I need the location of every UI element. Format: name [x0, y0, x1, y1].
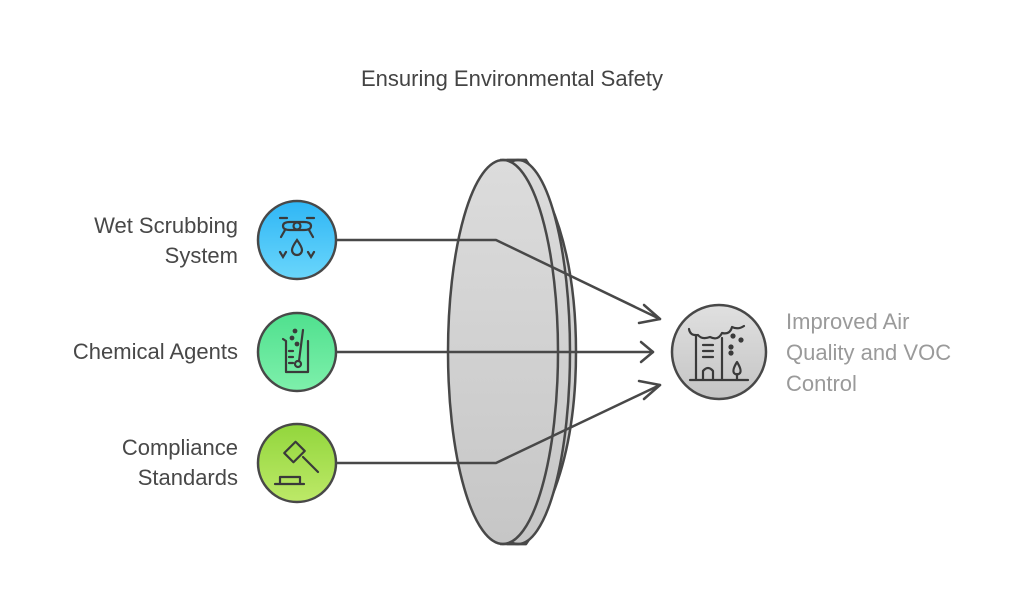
label-line: Control: [786, 371, 857, 396]
input-node-compliance: [256, 422, 338, 504]
label-line: Compliance: [121, 435, 238, 460]
diagram-title: Ensuring Environmental Safety: [360, 66, 664, 91]
connector-wet-scrubbing: [335, 238, 662, 321]
label-line: Quality and VOC: [786, 340, 952, 365]
output-label: Improved Air Quality and VOC Control: [786, 306, 1006, 399]
label-line: Chemical Agents: [72, 339, 238, 364]
output-node: [670, 303, 768, 401]
label-line: System: [164, 243, 238, 268]
gavel-icon: [273, 440, 320, 486]
connector-compliance: [335, 383, 662, 465]
input-label-wet-scrubbing: Wet Scrubbing System: [40, 211, 238, 271]
arrowhead-bottom: [637, 379, 662, 401]
label-line: Improved Air: [786, 309, 910, 334]
factory-pollution-tree-icon: [687, 324, 750, 382]
input-label-chemical-agents: Chemical Agents: [20, 337, 238, 367]
input-label-compliance: Compliance Standards: [40, 433, 238, 493]
drone-water-spray-icon: [278, 216, 316, 260]
input-node-wet-scrubbing: [256, 199, 338, 281]
beaker-icon: [281, 328, 310, 374]
arrowhead-middle: [639, 340, 655, 364]
arrowhead-top: [637, 303, 662, 325]
label-line: Wet Scrubbing: [94, 213, 238, 238]
label-line: Standards: [137, 465, 238, 490]
input-node-chemical-agents: [256, 311, 338, 393]
